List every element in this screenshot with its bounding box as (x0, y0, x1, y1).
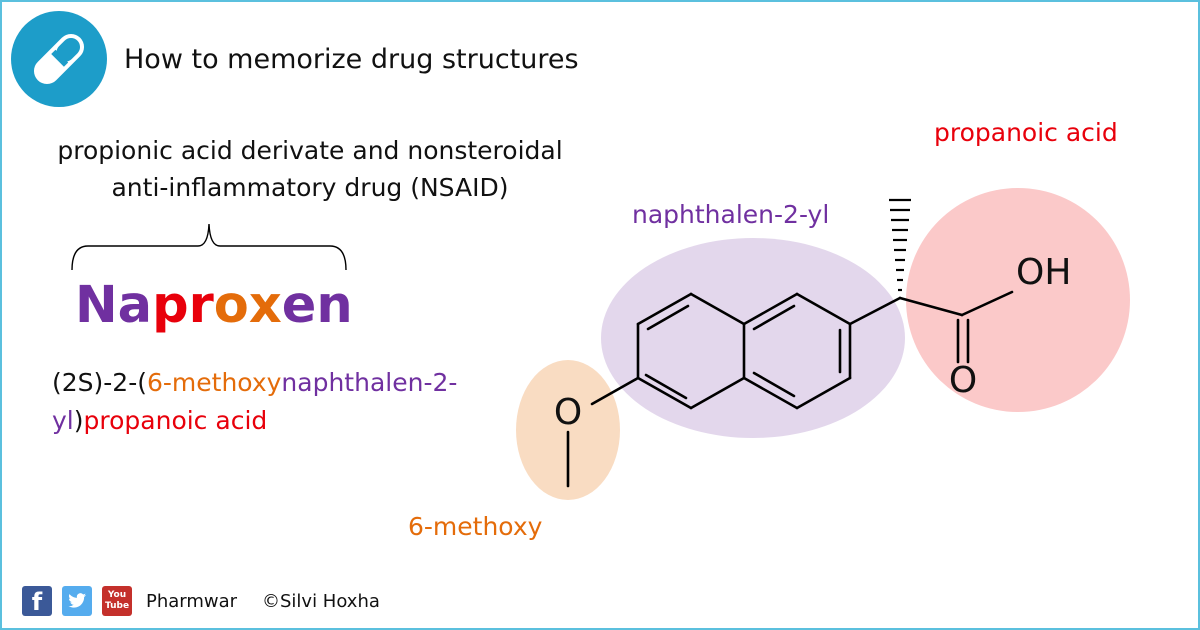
twitter-icon[interactable] (62, 586, 92, 616)
naphthyl-highlight (601, 238, 905, 438)
youtube-text-tube: Tube (104, 601, 130, 611)
copyright: ©Silvi Hoxha (262, 591, 380, 612)
drug-name-part-na: Na (75, 276, 153, 335)
drug-name-part-x: x (248, 276, 282, 335)
iupac-part-propanoic: propanoic acid (83, 406, 268, 435)
label-naphthalen-2-yl: naphthalen-2-yl (632, 200, 830, 229)
curly-brace (71, 223, 347, 271)
pill-icon (11, 11, 107, 107)
label-6-methoxy: 6-methoxy (408, 512, 543, 541)
label-propanoic-acid: propanoic acid (934, 118, 1118, 147)
page-title: How to memorize drug structures (124, 44, 579, 75)
youtube-text-you: You (107, 590, 127, 600)
drug-description: propionic acid derivate and nonsteroidal… (40, 132, 580, 206)
methoxy-highlight (516, 360, 620, 500)
description-line-1: propionic acid derivate and nonsteroidal (57, 136, 563, 165)
iupac-part-paren: ) (73, 406, 84, 435)
iupac-part-naphthalen: naphthalen-2- (281, 368, 458, 397)
iupac-name: (2S)-2-(6-methoxynaphthalen-2- yl)propano… (52, 364, 512, 440)
drug-name-part-r: r (188, 276, 214, 335)
chemical-structure: O OH O (516, 188, 1130, 500)
drug-name-part-en: en (281, 276, 353, 335)
atom-oh: OH (1016, 252, 1071, 293)
site-name: Pharmwar (146, 591, 238, 612)
atom-o-methoxy: O (554, 392, 582, 433)
facebook-icon[interactable]: f (22, 586, 52, 616)
iupac-part-yl: yl (52, 406, 74, 435)
drug-name-part-o: o (213, 276, 249, 335)
drug-name-part-p: p (152, 276, 189, 335)
description-line-2: anti-inflammatory drug (NSAID) (111, 173, 509, 202)
propanoic-highlight (906, 188, 1130, 412)
drug-name: Naproxen (75, 276, 353, 335)
iupac-part-prefix: (2S)-2-( (52, 368, 147, 397)
atom-o-carbonyl: O (949, 360, 977, 401)
iupac-part-methoxy: 6-methoxy (146, 368, 282, 397)
